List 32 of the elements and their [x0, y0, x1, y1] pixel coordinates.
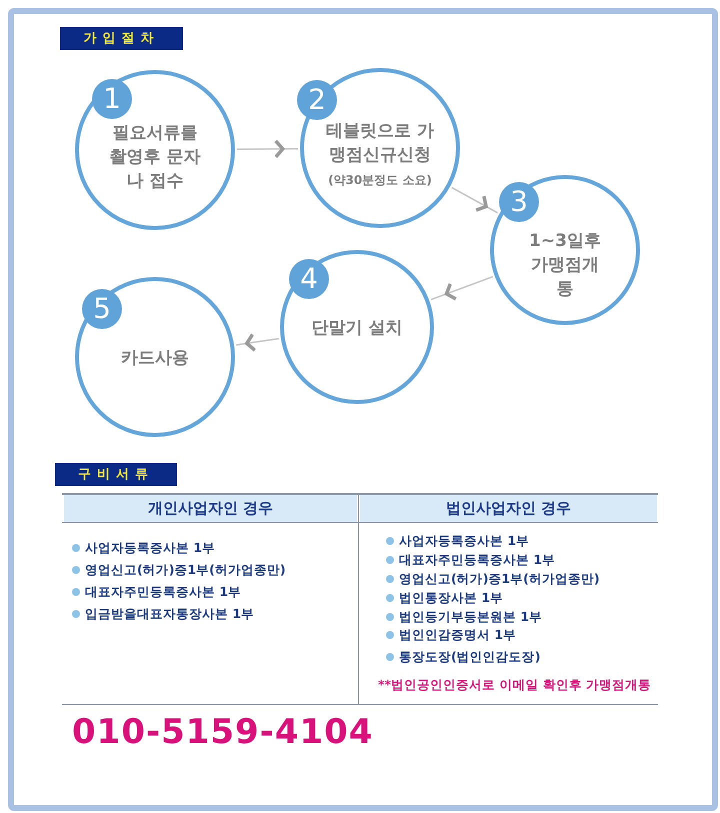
- chevron-arrow: [236, 332, 279, 352]
- table-header-cell: 개인사업자인 경우: [64, 495, 357, 522]
- chevron-arrow: [451, 186, 498, 214]
- section-header: 가입절차: [60, 27, 183, 50]
- list-item: 대표자주민등록증사본 1부: [386, 552, 556, 569]
- list-item: 통장도장(법인인감도장): [386, 649, 540, 666]
- step-text: 단말기 설치: [310, 317, 404, 340]
- list-item: 영업신고(허가)증1부(허가업종만): [386, 571, 600, 588]
- step-text: 필요서류를 촬영후 문자나 접수: [108, 122, 202, 193]
- step-number-badge: 2: [297, 80, 337, 120]
- list-item: 대표자주민등록증사본 1부: [72, 584, 242, 601]
- phone-number: 010-5159-4104: [72, 712, 374, 752]
- list-item: 법인인감증명서 1부: [386, 627, 516, 644]
- list-item: 사업자등록증사본 1부: [386, 533, 530, 550]
- step-number-badge: 3: [499, 182, 539, 222]
- step-text: 테블릿으로 가맹점신규신청: [325, 120, 435, 167]
- step-number-badge: 4: [289, 259, 329, 299]
- step-note: (약30분정도 소요): [327, 172, 433, 189]
- list-item: 영업신고(허가)증1부(허가업종만): [72, 562, 286, 579]
- step-text: 1~3일후 가맹점개통: [528, 230, 602, 301]
- list-item: 법인통장사본 1부: [386, 590, 504, 607]
- step-number-badge: 1: [92, 79, 132, 119]
- step-number-badge: 5: [82, 289, 122, 329]
- list-item: 사업자등록증사본 1부: [72, 540, 216, 557]
- list-item: 법인등기부등본원본 1부: [386, 609, 542, 626]
- note-text: **법인공인인증서로 이메일 확인후 가맹점개통: [378, 677, 652, 694]
- list-item: 입금받을대표자통장사본 1부: [72, 606, 254, 623]
- step-text: 카드사용: [120, 347, 190, 370]
- table-header-cell: 법인사업자인 경우: [360, 495, 657, 522]
- chevron-arrow: [236, 139, 298, 159]
- chevron-arrow: [430, 276, 494, 301]
- section-header: 구비서류: [55, 463, 177, 486]
